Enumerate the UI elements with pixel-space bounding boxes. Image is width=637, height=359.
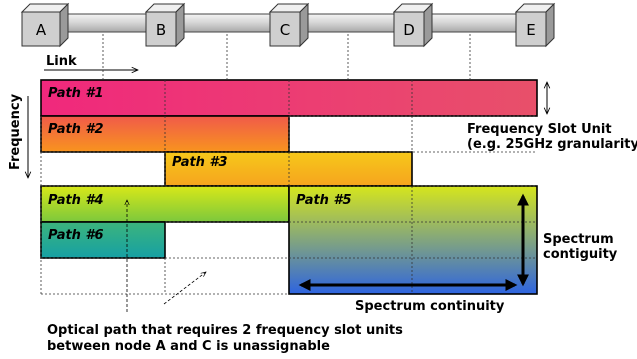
note-line1: Optical path that requires 2 frequency s… — [47, 323, 403, 338]
node-b-label: B — [156, 21, 166, 39]
link-label: Link — [46, 54, 77, 69]
contiguity-label-line1: Spectrum — [543, 232, 614, 247]
note-pointer-2 — [163, 272, 206, 305]
node-b: B — [144, 2, 186, 48]
node-d-label: D — [403, 21, 415, 39]
link-pipe-ab — [61, 13, 149, 33]
node-d: D — [392, 2, 434, 48]
path-3-label: Path #3 — [172, 155, 228, 170]
node-a: A — [20, 2, 70, 48]
path-4-bar — [40, 185, 290, 223]
path-1-label: Path #1 — [48, 86, 104, 101]
node-c: C — [268, 2, 310, 48]
link-pipe-cd — [305, 13, 395, 33]
node-e: E — [514, 2, 556, 48]
continuity-label: Spectrum continuity — [355, 299, 505, 314]
path-4-label: Path #4 — [48, 193, 104, 208]
slot-unit-label-line1: Frequency Slot Unit — [467, 122, 612, 137]
node-e-label: E — [526, 21, 535, 39]
path-5-label: Path #5 — [296, 193, 352, 208]
path-6-bar — [40, 221, 166, 259]
contiguity-label-line2: contiguity — [543, 247, 618, 262]
slot-unit-label-line2: (e.g. 25GHz granularity) — [467, 137, 637, 152]
path-6-label: Path #6 — [48, 228, 104, 243]
path-3-bar — [164, 151, 413, 187]
frequency-label: Frequency — [8, 93, 23, 170]
link-pipe-de — [429, 13, 519, 33]
link-pipe-bc — [181, 13, 271, 33]
grid-guides — [40, 34, 537, 295]
node-c-label: C — [280, 21, 290, 39]
note-line2: between node A and C is unassignable — [47, 339, 330, 354]
node-a-label: A — [36, 21, 47, 39]
path-2-label: Path #2 — [48, 122, 104, 137]
